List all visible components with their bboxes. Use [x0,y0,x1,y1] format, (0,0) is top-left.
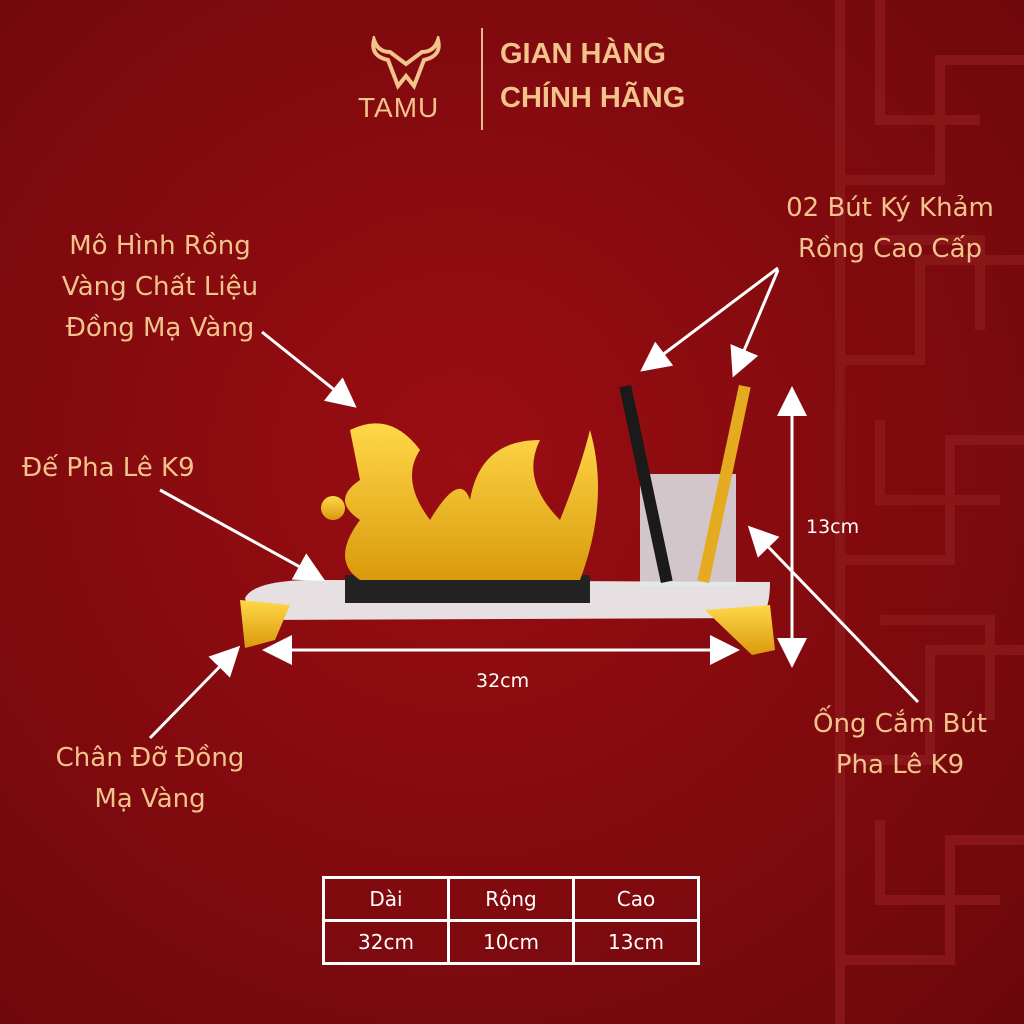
callout-pens: 02 Bút Ký Khảm Rồng Cao Cấp [770,188,1010,270]
arrow-feet [148,645,241,740]
brand-name: TAMU [358,92,440,123]
arrow-base [159,488,326,581]
callout-dragon-line3: Đồng Mạ Vàng [65,313,255,343]
arrow-dragon [261,330,357,408]
callout-holder: Ống Cắm Bút Pha Lê K9 [790,704,1010,786]
spec-header-height: Cao [572,876,700,922]
spec-table-header-row: Dài Rộng Cao [322,876,700,922]
callout-base: Đế Pha Lê K9 [22,453,195,483]
spec-value-length: 32cm [322,919,450,965]
arrow-holder [747,525,920,704]
callout-pens-line2: Rồng Cao Cấp [797,234,983,264]
gold-foot-right [705,605,775,655]
header-divider [481,28,483,130]
dimension-width-label: 32cm [476,670,530,692]
pen-black [619,384,673,584]
spec-table-value-row: 32cm 10cm 13cm [322,919,700,965]
tamu-bull-logo-icon [371,36,441,90]
pen-gold [697,384,751,584]
spec-value-width: 10cm [447,919,575,965]
callout-pens-line1: 02 Bút Ký Khảm [786,193,994,223]
slogan-line1: GIAN HÀNG [500,38,666,70]
callout-feet-line2: Mạ Vàng [94,784,206,814]
spec-table: Dài Rộng Cao 32cm 10cm 13cm [322,876,700,965]
arrow-pen1 [640,266,779,372]
spec-header-length: Dài [322,876,450,922]
callout-dragon: Mô Hình Rồng Vàng Chất Liệu Đồng Mạ Vàng [40,226,280,349]
dimension-height-label: 13cm [806,516,860,538]
gold-foot-left [240,600,290,648]
slogan-line2: CHÍNH HÃNG [500,82,686,114]
callout-holder-line2: Pha Lê K9 [835,750,965,780]
callout-feet: Chân Đỡ Đồng Mạ Vàng [30,738,270,820]
callout-holder-line1: Ống Cắm Bút [813,709,987,739]
spec-header-width: Rộng [447,876,575,922]
callout-feet-line1: Chân Đỡ Đồng [55,743,245,773]
callout-dragon-line1: Mô Hình Rồng [69,231,251,261]
arrow-pen2 [730,269,780,378]
spec-value-height: 13cm [572,919,700,965]
gold-dragon [321,423,598,580]
callout-dragon-line2: Vàng Chất Liệu [61,272,259,302]
lattice-pattern [835,0,1024,1024]
